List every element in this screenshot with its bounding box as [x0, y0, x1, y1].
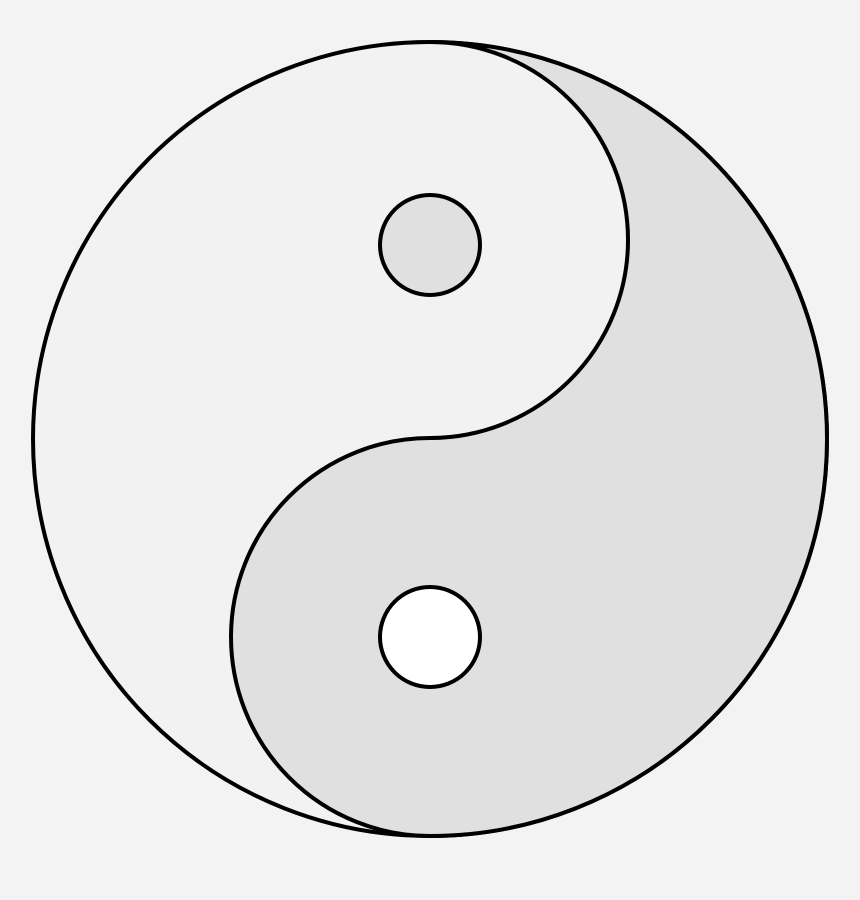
lower-light-dot: [378, 585, 482, 689]
upper-dark-dot: [378, 193, 482, 297]
